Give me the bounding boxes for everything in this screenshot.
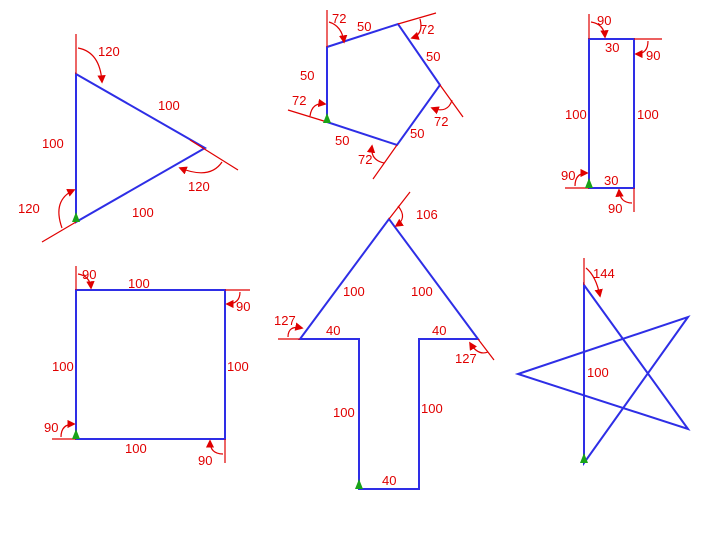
- square-side-top-label: 100: [128, 276, 150, 291]
- triangle-turn-arc-top: [77, 47, 106, 84]
- triangle-figure: 120 100 100 120 120 100: [18, 34, 239, 243]
- turtle-start-marker: [355, 479, 363, 489]
- pentagon-turn-arc-left: [309, 98, 327, 117]
- rectangle-angle-bottom-left-label: 90: [561, 168, 575, 183]
- arrow-side-head-left-label: 100: [343, 284, 365, 299]
- arrow-shape: [298, 217, 480, 490]
- pentagon-extension-left: [287, 109, 328, 123]
- rectangle-turn-arc-bottom-right: [615, 188, 633, 204]
- arrow-extension-tip: [388, 191, 411, 220]
- triangle-angle-bottom-label: 120: [18, 201, 40, 216]
- pentagon-angle-bottom-label: 72: [358, 152, 372, 167]
- arrow-turn-arc-tip: [394, 205, 404, 227]
- pentagon-turn-arc-right: [430, 99, 453, 115]
- arrow-side-shaft-left-label: 100: [333, 405, 355, 420]
- arrow-turn-arc-right: [469, 341, 489, 354]
- arrow-extension-right: [477, 338, 495, 361]
- triangle-angle-right-label: 120: [188, 179, 210, 194]
- arrow-side-head-right-label: 100: [411, 284, 433, 299]
- triangle-extension-bottom: [41, 221, 77, 243]
- arrow-side-barb-left-label: 40: [326, 323, 340, 338]
- pentagon-turn-arc-top: [328, 21, 348, 44]
- pentagon-side-top-label: 50: [357, 19, 371, 34]
- pentagon-angle-left-label: 72: [292, 93, 306, 108]
- pentagon-side-bottom-left-label: 50: [335, 133, 349, 148]
- rectangle-turn-arc-top-right: [634, 40, 649, 59]
- triangle-side-top-label: 100: [158, 98, 180, 113]
- pentagon-side-left-label: 50: [300, 68, 314, 83]
- square-turn-arc-top-left: [77, 273, 95, 290]
- rectangle-turn-arc-top-left: [590, 21, 609, 39]
- square-turn-arc-bottom-right: [205, 439, 224, 455]
- pentagon-turn-arc-upper-right: [410, 18, 422, 40]
- pentagon-side-bottom-right-label: 50: [410, 126, 424, 141]
- arrow-angle-left-barb-label: 127: [274, 313, 296, 328]
- rectangle-turn-arc-bottom-left: [574, 168, 589, 187]
- square-angle-top-right-label: 90: [236, 299, 250, 314]
- square-figure: 90 100 90 100 100 90 100 90: [44, 266, 250, 468]
- triangle-side-bottom-label: 100: [132, 205, 154, 220]
- pentagon-side-upper-right-label: 50: [426, 49, 440, 64]
- pentagon-extension-bottom: [372, 144, 398, 180]
- triangle-angle-top-label: 120: [98, 44, 120, 59]
- star-angle-top-label: 144: [593, 266, 615, 281]
- pentagon-turn-arc-bottom: [366, 144, 385, 164]
- square-side-left-label: 100: [52, 359, 74, 374]
- square-angle-bottom-right-label: 90: [198, 453, 212, 468]
- pentagon-angle-right-label: 72: [434, 114, 448, 129]
- pentagon-shape: [326, 22, 442, 147]
- pentagon-figure: 72 50 72 50 50 72 72 50 50 72: [287, 10, 464, 180]
- triangle-shape: [75, 72, 208, 224]
- turtle-start-marker: [323, 113, 331, 123]
- rectangle-side-top-label: 30: [605, 40, 619, 55]
- rectangle-figure: 90 30 90 100 100 90 30 90: [561, 13, 662, 216]
- square-shape: [75, 289, 226, 440]
- arrow-side-base-label: 40: [382, 473, 396, 488]
- square-turn-arc-bottom-left: [60, 419, 76, 438]
- rectangle-angle-top-left-label: 90: [597, 13, 611, 28]
- triangle-side-left-label: 100: [42, 136, 64, 151]
- star-figure: 144 100: [514, 258, 691, 467]
- arrow-side-barb-right-label: 40: [432, 323, 446, 338]
- square-side-right-label: 100: [227, 359, 249, 374]
- arrow-turn-arc-left: [287, 322, 304, 338]
- triangle-extension-right: [189, 139, 239, 171]
- arrow-angle-right-barb-label: 127: [455, 351, 477, 366]
- star-shape: [514, 281, 691, 467]
- turtle-start-marker: [72, 212, 80, 222]
- arrow-side-shaft-right-label: 100: [421, 401, 443, 416]
- rectangle-side-bottom-label: 30: [604, 173, 618, 188]
- turtle-start-marker: [580, 453, 588, 463]
- rectangle-angle-top-right-label: 90: [646, 48, 660, 63]
- rectangle-angle-bottom-right-label: 90: [608, 201, 622, 216]
- star-turn-arc-top: [585, 267, 603, 298]
- rectangle-side-left-label: 100: [565, 107, 587, 122]
- triangle-turn-arc-right: [178, 161, 223, 175]
- pentagon-angle-top-label: 72: [332, 11, 346, 26]
- turtle-start-marker: [72, 429, 80, 439]
- arrow-figure: 106 100 100 127 40 40 127 100 100 40: [274, 191, 495, 490]
- pentagon-extension-upper-right: [397, 12, 437, 25]
- rectangle-side-right-label: 100: [637, 107, 659, 122]
- square-turn-arc-top-right: [225, 291, 241, 309]
- square-angle-bottom-left-label: 90: [44, 420, 58, 435]
- turtle-start-marker: [585, 178, 593, 188]
- star-side-label: 100: [587, 365, 609, 380]
- rectangle-shape: [588, 38, 635, 189]
- triangle-turn-arc-bottom: [58, 188, 76, 229]
- square-side-bottom-label: 100: [125, 441, 147, 456]
- pentagon-angle-upper-right-label: 72: [420, 22, 434, 37]
- square-angle-top-left-label: 90: [82, 267, 96, 282]
- arrow-angle-tip-label: 106: [416, 207, 438, 222]
